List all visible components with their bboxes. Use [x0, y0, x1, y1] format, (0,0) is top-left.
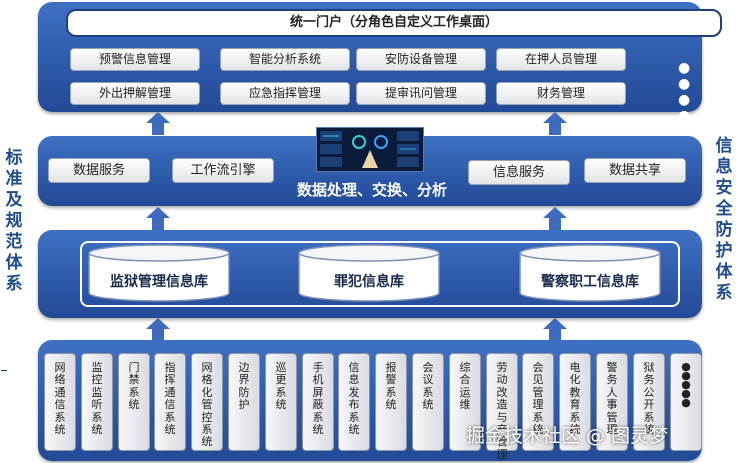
- subsystem-box: 信息发布系统: [338, 353, 370, 451]
- database-cylinder-icon: [88, 244, 230, 302]
- subsystem-box: 手机屏蔽系统: [302, 353, 334, 451]
- subsystem-box: 巡更系统: [265, 353, 297, 451]
- db-police-staff: 警察职工信息库: [541, 274, 639, 290]
- subsystem-box: 综合运维: [449, 353, 481, 451]
- module-warning: 预警信息管理: [70, 48, 200, 71]
- subsystem-label: 手机屏蔽系统: [312, 361, 324, 437]
- subsystem-label: 信息发布系统: [348, 361, 360, 437]
- subsystem-label: 边界防护: [238, 361, 250, 412]
- standards-system-label: 标准及规范体系: [5, 148, 23, 294]
- security-system-label: 信息安全防护体系: [715, 136, 733, 303]
- service-workflow: 工作流引擎: [172, 158, 274, 183]
- subsystem-label: 网格化管控系统: [201, 361, 213, 449]
- module-inmates: 在押人员管理: [496, 48, 626, 71]
- module-security-devices: 安防设备管理: [356, 48, 486, 71]
- subsystem-box: 监控监听系统: [81, 353, 113, 451]
- portal-tier: 统一门户（分角色自定义工作桌面） 预警信息管理 智能分析系统 安防设备管理 在押…: [38, 2, 722, 124]
- subsystem-box: 会见管理系统: [522, 353, 554, 451]
- subsystem-box: 劳动改造与产管理: [486, 353, 518, 461]
- more-dots: ● ● ● ●: [678, 60, 694, 124]
- subsystem-box: 网格化管控系统: [191, 353, 223, 451]
- subsystem-label: 会见管理系统: [532, 361, 544, 437]
- subsystem-box: 狱务公开系统: [633, 353, 665, 451]
- service-data: 数据服务: [48, 158, 150, 183]
- subsystem-label: 指挥通信系统: [164, 361, 176, 437]
- module-analysis: 智能分析系统: [220, 48, 350, 71]
- module-emergency: 应急指挥管理: [220, 82, 350, 105]
- subsystem-label: 综合运维: [459, 361, 471, 412]
- subsystem-label: 警务人事管理: [606, 361, 618, 437]
- subsystem-label: 门禁系统: [128, 361, 140, 412]
- subsystem-label: 监控监听系统: [91, 361, 103, 437]
- subsystem-label: 劳动改造与产管理: [496, 361, 508, 461]
- subsystem-box: 警务人事管理: [596, 353, 628, 451]
- subsystem-box: 网络通信系统: [44, 353, 76, 451]
- portal-title: 统一门户（分角色自定义工作桌面）: [66, 9, 722, 37]
- subsystem-label: 狱务公开系统: [643, 361, 655, 437]
- subsystem-label: 网络通信系统: [54, 361, 66, 437]
- subsystem-label: ●●●●●: [681, 360, 691, 409]
- module-finance: 财务管理: [496, 82, 626, 105]
- service-info: 信息服务: [468, 160, 570, 185]
- subsystem-box: 会议系统: [412, 353, 444, 451]
- database-frame: [80, 241, 680, 307]
- subsystem-box: 门禁系统: [118, 353, 150, 451]
- subsystem-label: 电化教育系统: [569, 361, 581, 437]
- side-tick-mark: [1, 370, 7, 371]
- database-cylinder-icon: [519, 244, 661, 302]
- database-cylinder-icon: [298, 244, 440, 302]
- subsystem-box: 指挥通信系统: [154, 353, 186, 451]
- service-sharing: 数据共享: [584, 158, 686, 183]
- subsystem-label: 报警系统: [385, 361, 397, 412]
- db-prison-management: 监狱管理信息库: [110, 274, 208, 290]
- subsystem-box: 边界防护: [228, 353, 260, 451]
- dashboard-screen-image: [316, 127, 424, 172]
- db-criminal-info: 罪犯信息库: [334, 274, 404, 290]
- data-layer-title: 数据处理、交换、分析: [296, 181, 447, 199]
- subsystem-box: 报警系统: [375, 353, 407, 451]
- module-escort: 外出押解管理: [70, 82, 200, 105]
- subsystem-box: ●●●●●: [670, 353, 702, 451]
- watermark: 掘金技术社区 @ 图灵梦: [466, 425, 669, 447]
- module-interrogation: 提审讯问管理: [356, 82, 486, 105]
- subsystem-label: 会议系统: [422, 361, 434, 412]
- subsystem-box: 电化教育系统: [559, 353, 591, 451]
- subsystem-label: 巡更系统: [275, 361, 287, 412]
